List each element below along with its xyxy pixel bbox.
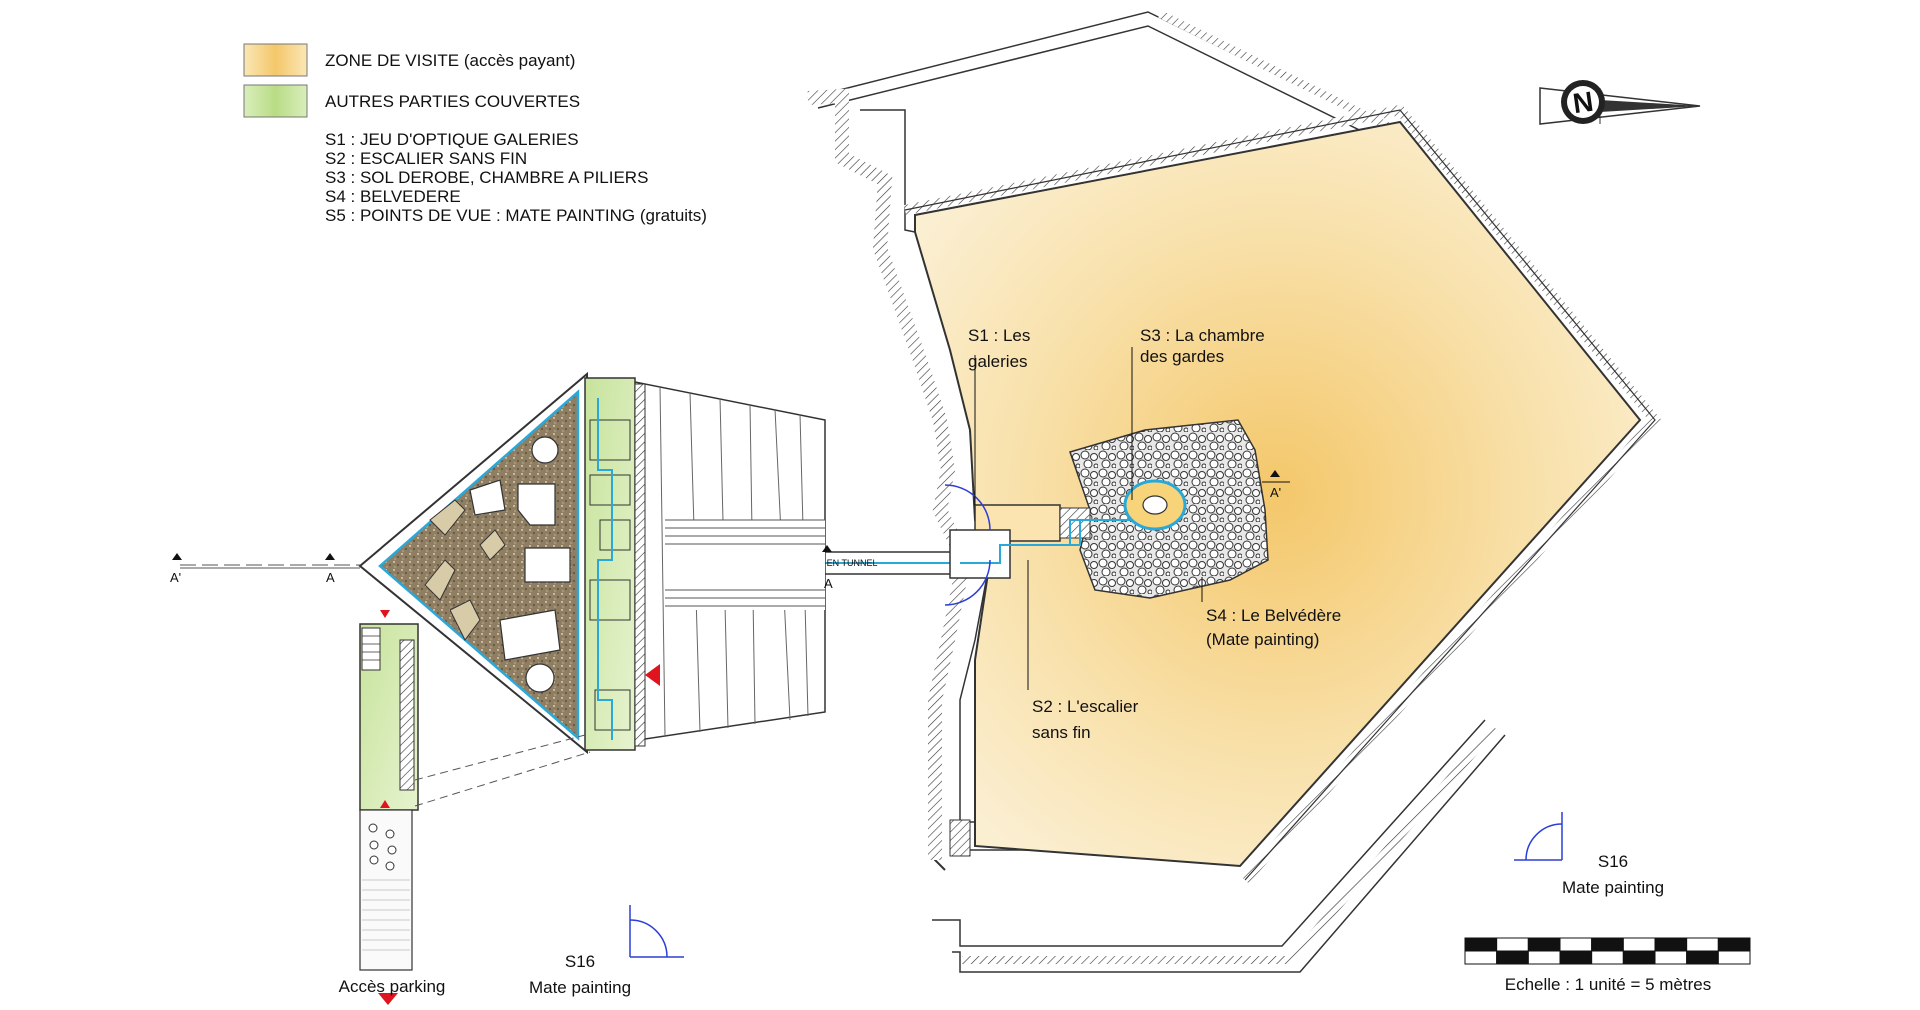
legend-item-s5: S5 : POINTS DE VUE : MATE PAINTING (grat…	[325, 206, 707, 225]
legend-item-s2: S2 : ESCALIER SANS FIN	[325, 149, 527, 168]
annotation-s2-line1: S2 : L'escalier	[1032, 697, 1139, 716]
parking-access-label: Accès parking	[339, 977, 446, 996]
scale-cell	[1496, 950, 1529, 965]
annotation-s4-line1: S4 : Le Belvédère	[1206, 606, 1341, 625]
legend-visit-zone-label: ZONE DE VISITE (accès payant)	[325, 51, 575, 70]
annotation-s16-left-title: S16	[565, 952, 595, 971]
access-markers	[378, 610, 660, 1005]
annotation-s16-right-sub: Mate painting	[1562, 878, 1664, 897]
annotation-s3-line2: des gardes	[1140, 347, 1224, 366]
section-mark-a-prime-left: A'	[170, 570, 181, 585]
legend-item-s4: S4 : BELVEDERE	[325, 187, 461, 206]
annotation-s3-line1: S3 : La chambre	[1140, 326, 1265, 345]
parking-building	[359, 623, 591, 971]
scale-cell	[1717, 950, 1751, 965]
section-mark-a-prime-right: A'	[1270, 485, 1281, 500]
scale-cell	[1686, 950, 1719, 965]
section-mark-a-right: A	[824, 576, 833, 591]
annotations: S1 : Les galeries S3 : La chambre des ga…	[339, 326, 1712, 997]
north-arrow-icon: N	[1539, 80, 1701, 125]
legend-swatch-visit-zone	[243, 43, 308, 77]
section-line: A' A A A'	[170, 470, 1290, 591]
scale-caption: Echelle : 1 unité = 5 mètres	[1505, 975, 1711, 994]
legend: ZONE DE VISITE (accès payant) AUTRES PAR…	[243, 43, 707, 225]
annotation-s2-line2: sans fin	[1032, 723, 1091, 742]
belvedere-block	[1069, 419, 1269, 599]
parking-arrow-icon	[378, 993, 398, 1005]
scale-cell	[1717, 937, 1751, 952]
scale-cell	[1622, 937, 1656, 952]
viewpoint-symbol-left	[629, 905, 684, 958]
scale-cell	[1527, 950, 1561, 965]
scale-cell	[1559, 937, 1593, 952]
scale-cell	[1654, 950, 1688, 965]
scale-cell	[1496, 937, 1529, 952]
legend-swatch-covered	[243, 84, 308, 118]
legend-item-s3: S3 : SOL DEROBE, CHAMBRE A PILIERS	[325, 168, 648, 187]
visit-zone-pentagon	[904, 104, 1662, 884]
scale-bar	[1464, 937, 1751, 965]
scale-cell	[1527, 937, 1561, 952]
scale-cell	[1464, 937, 1498, 952]
annotation-s4-line2: (Mate painting)	[1206, 630, 1319, 649]
scale-cell	[1622, 950, 1656, 965]
legend-item-s1: S1 : JEU D'OPTIQUE GALERIES	[325, 130, 579, 149]
north-label: N	[1571, 86, 1595, 120]
scale-cell	[1559, 950, 1593, 965]
scale-cell	[1464, 950, 1498, 965]
lower-wall	[932, 719, 1506, 973]
annotation-s1-line2: galeries	[968, 352, 1028, 371]
section-mark-a-left: A	[326, 570, 335, 585]
legend-covered-label: AUTRES PARTIES COUVERTES	[325, 92, 580, 111]
annotation-s1-line1: S1 : Les	[968, 326, 1030, 345]
scale-cell	[1654, 937, 1688, 952]
annotation-s16-left-sub: Mate painting	[529, 978, 631, 997]
tunnel-label: PARTIE EN TUNNEL	[792, 558, 877, 568]
scale-cell	[1591, 950, 1624, 965]
annotation-s16-right-title: S16	[1598, 852, 1628, 871]
scale-cell	[1686, 937, 1719, 952]
triangle-building	[358, 371, 646, 755]
stepped-ramp	[624, 379, 826, 743]
viewpoint-symbol-right	[1514, 812, 1563, 861]
scale-cell	[1591, 937, 1624, 952]
